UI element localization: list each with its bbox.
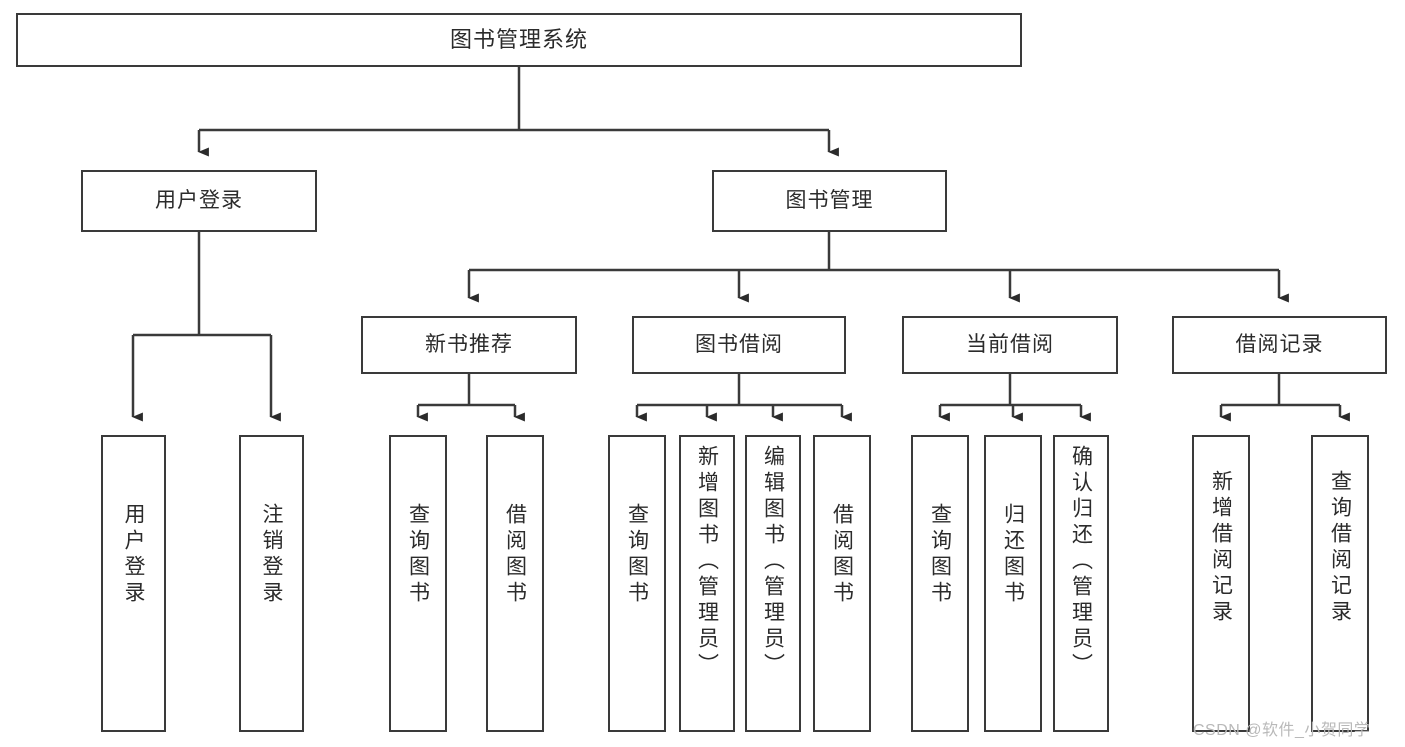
- node-borrow-record[interactable]: 借阅记录: [1172, 316, 1387, 374]
- node-book-borrow[interactable]: 图书借阅: [632, 316, 846, 374]
- node-book-manage[interactable]: 图书管理: [712, 170, 947, 232]
- leaf-user-login[interactable]: 用户登录: [101, 435, 166, 732]
- leaf-add-book-label: 新增图书（管理员）: [695, 445, 719, 679]
- leaf-edit-book-label: 编辑图书（管理员）: [761, 445, 785, 679]
- node-new-book-rec[interactable]: 新书推荐: [361, 316, 577, 374]
- leaf-confirm-return-label: 确认归还（管理员）: [1069, 445, 1093, 679]
- node-new-book-rec-label: 新书推荐: [425, 332, 513, 356]
- leaf-query-book-2[interactable]: 查询图书: [608, 435, 666, 732]
- leaf-add-record[interactable]: 新增借阅记录: [1192, 435, 1250, 732]
- leaf-add-book[interactable]: 新增图书（管理员）: [679, 435, 735, 732]
- node-root[interactable]: 图书管理系统: [16, 13, 1022, 67]
- leaf-return-book-label: 归还图书: [1001, 503, 1025, 607]
- leaf-borrow-book-2-label: 借阅图书: [830, 503, 854, 607]
- leaf-borrow-book-1-label: 借阅图书: [503, 503, 527, 607]
- node-current-borrow-label: 当前借阅: [966, 332, 1054, 356]
- leaf-user-login-label: 用户登录: [122, 503, 145, 607]
- leaf-confirm-return[interactable]: 确认归还（管理员）: [1053, 435, 1109, 732]
- leaf-query-book-1[interactable]: 查询图书: [389, 435, 447, 732]
- leaf-query-record-label: 查询借阅记录: [1328, 470, 1352, 626]
- leaf-query-book-3-label: 查询图书: [928, 503, 952, 607]
- leaf-user-logout[interactable]: 注销登录: [239, 435, 304, 732]
- leaf-query-book-1-label: 查询图书: [406, 503, 430, 607]
- node-user-login-label: 用户登录: [155, 188, 243, 212]
- leaf-borrow-book-1[interactable]: 借阅图书: [486, 435, 544, 732]
- csdn-watermark: CSDN @软件_小贺同学: [1193, 722, 1371, 739]
- node-book-manage-label: 图书管理: [785, 188, 874, 212]
- node-user-login[interactable]: 用户登录: [81, 170, 317, 232]
- leaf-return-book[interactable]: 归还图书: [984, 435, 1042, 732]
- leaf-borrow-book-2[interactable]: 借阅图书: [813, 435, 871, 732]
- node-root-label: 图书管理系统: [449, 27, 588, 53]
- node-borrow-record-label: 借阅记录: [1235, 332, 1324, 356]
- leaf-user-logout-label: 注销登录: [260, 503, 283, 607]
- leaf-query-book-3[interactable]: 查询图书: [911, 435, 969, 732]
- leaf-edit-book[interactable]: 编辑图书（管理员）: [745, 435, 801, 732]
- leaf-query-book-2-label: 查询图书: [625, 503, 649, 607]
- node-current-borrow[interactable]: 当前借阅: [902, 316, 1118, 374]
- leaf-query-record[interactable]: 查询借阅记录: [1311, 435, 1369, 732]
- leaf-add-record-label: 新增借阅记录: [1209, 470, 1233, 626]
- node-book-borrow-label: 图书借阅: [695, 332, 783, 356]
